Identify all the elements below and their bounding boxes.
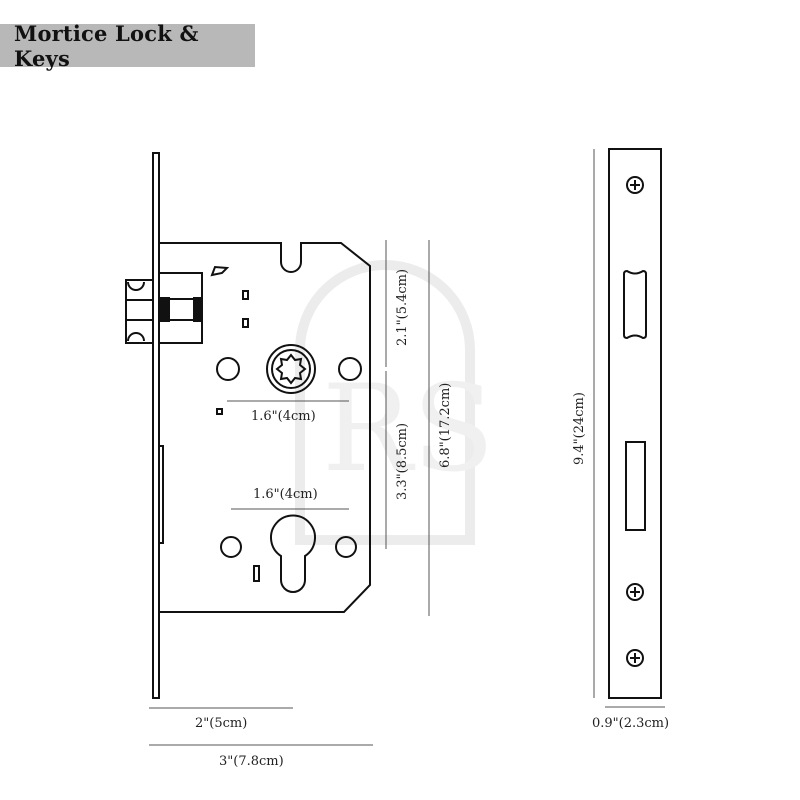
faceplate-side [152, 152, 160, 699]
tab-feature [210, 265, 230, 277]
dim-label-backset: 2"(5cm) [195, 716, 247, 731]
title-banner: Mortice Lock & Keys [0, 21, 255, 71]
spindle-follower [216, 344, 362, 394]
page-title: Mortice Lock & Keys [14, 20, 199, 71]
dim-label-faceplate-width: 0.9"(2.3cm) [592, 716, 669, 731]
slot-small [216, 408, 223, 415]
latch-opening [623, 269, 647, 340]
screw-icon [626, 583, 644, 601]
watermark-arch [295, 260, 475, 545]
dim-label-case-height: 6.8"(17.2cm) [438, 383, 453, 468]
slot-bottom [253, 565, 260, 582]
faceplate-step [158, 445, 164, 544]
euro-cylinder-icon [270, 514, 316, 593]
screw-hole-right-top [338, 357, 362, 381]
dim-label-top-to-spindle: 2.1"(5.4cm) [395, 269, 410, 346]
screw-hole-left-top [216, 357, 240, 381]
dim-label-faceplate-height: 9.4"(24cm) [572, 392, 587, 465]
front-faceplate [608, 148, 662, 699]
screw-icon [626, 649, 644, 667]
lock-case [159, 242, 371, 613]
cylinder-cutout [220, 514, 357, 593]
dim-label-spindle-to-cylinder: 3.3"(8.5cm) [395, 423, 410, 500]
watermark-text: RS [322, 360, 495, 499]
screw-hole-left-bottom [220, 536, 242, 558]
slot-middle [242, 318, 249, 328]
dim-label-overall-depth: 3"(7.8cm) [219, 754, 284, 769]
screw-hole-right-bottom [335, 536, 357, 558]
dim-label-cylinder-width: 1.6"(4cm) [253, 487, 318, 502]
watermark: RS [295, 260, 495, 545]
screw-icon [626, 176, 644, 194]
latch-bolt [125, 279, 154, 344]
deadbolt-opening [625, 441, 646, 531]
dim-label-spindle-width: 1.6"(4cm) [251, 409, 316, 424]
latch-mechanism [158, 272, 203, 344]
slot-top [242, 290, 249, 300]
star-spindle-icon [275, 353, 307, 385]
